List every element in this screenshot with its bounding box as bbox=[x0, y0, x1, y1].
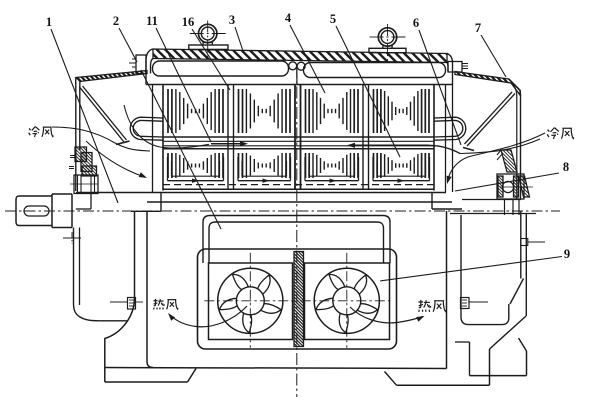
svg-text:2: 2 bbox=[113, 14, 119, 28]
svg-text:6: 6 bbox=[413, 16, 419, 30]
svg-text:4: 4 bbox=[285, 11, 292, 25]
svg-text:9: 9 bbox=[564, 247, 570, 261]
svg-text:1: 1 bbox=[46, 15, 52, 29]
svg-text:7: 7 bbox=[475, 21, 481, 35]
svg-text:16: 16 bbox=[182, 15, 195, 29]
svg-text:3: 3 bbox=[229, 13, 235, 27]
svg-text:8: 8 bbox=[563, 160, 569, 174]
svg-text:5: 5 bbox=[330, 12, 336, 26]
svg-text:11: 11 bbox=[146, 14, 158, 28]
